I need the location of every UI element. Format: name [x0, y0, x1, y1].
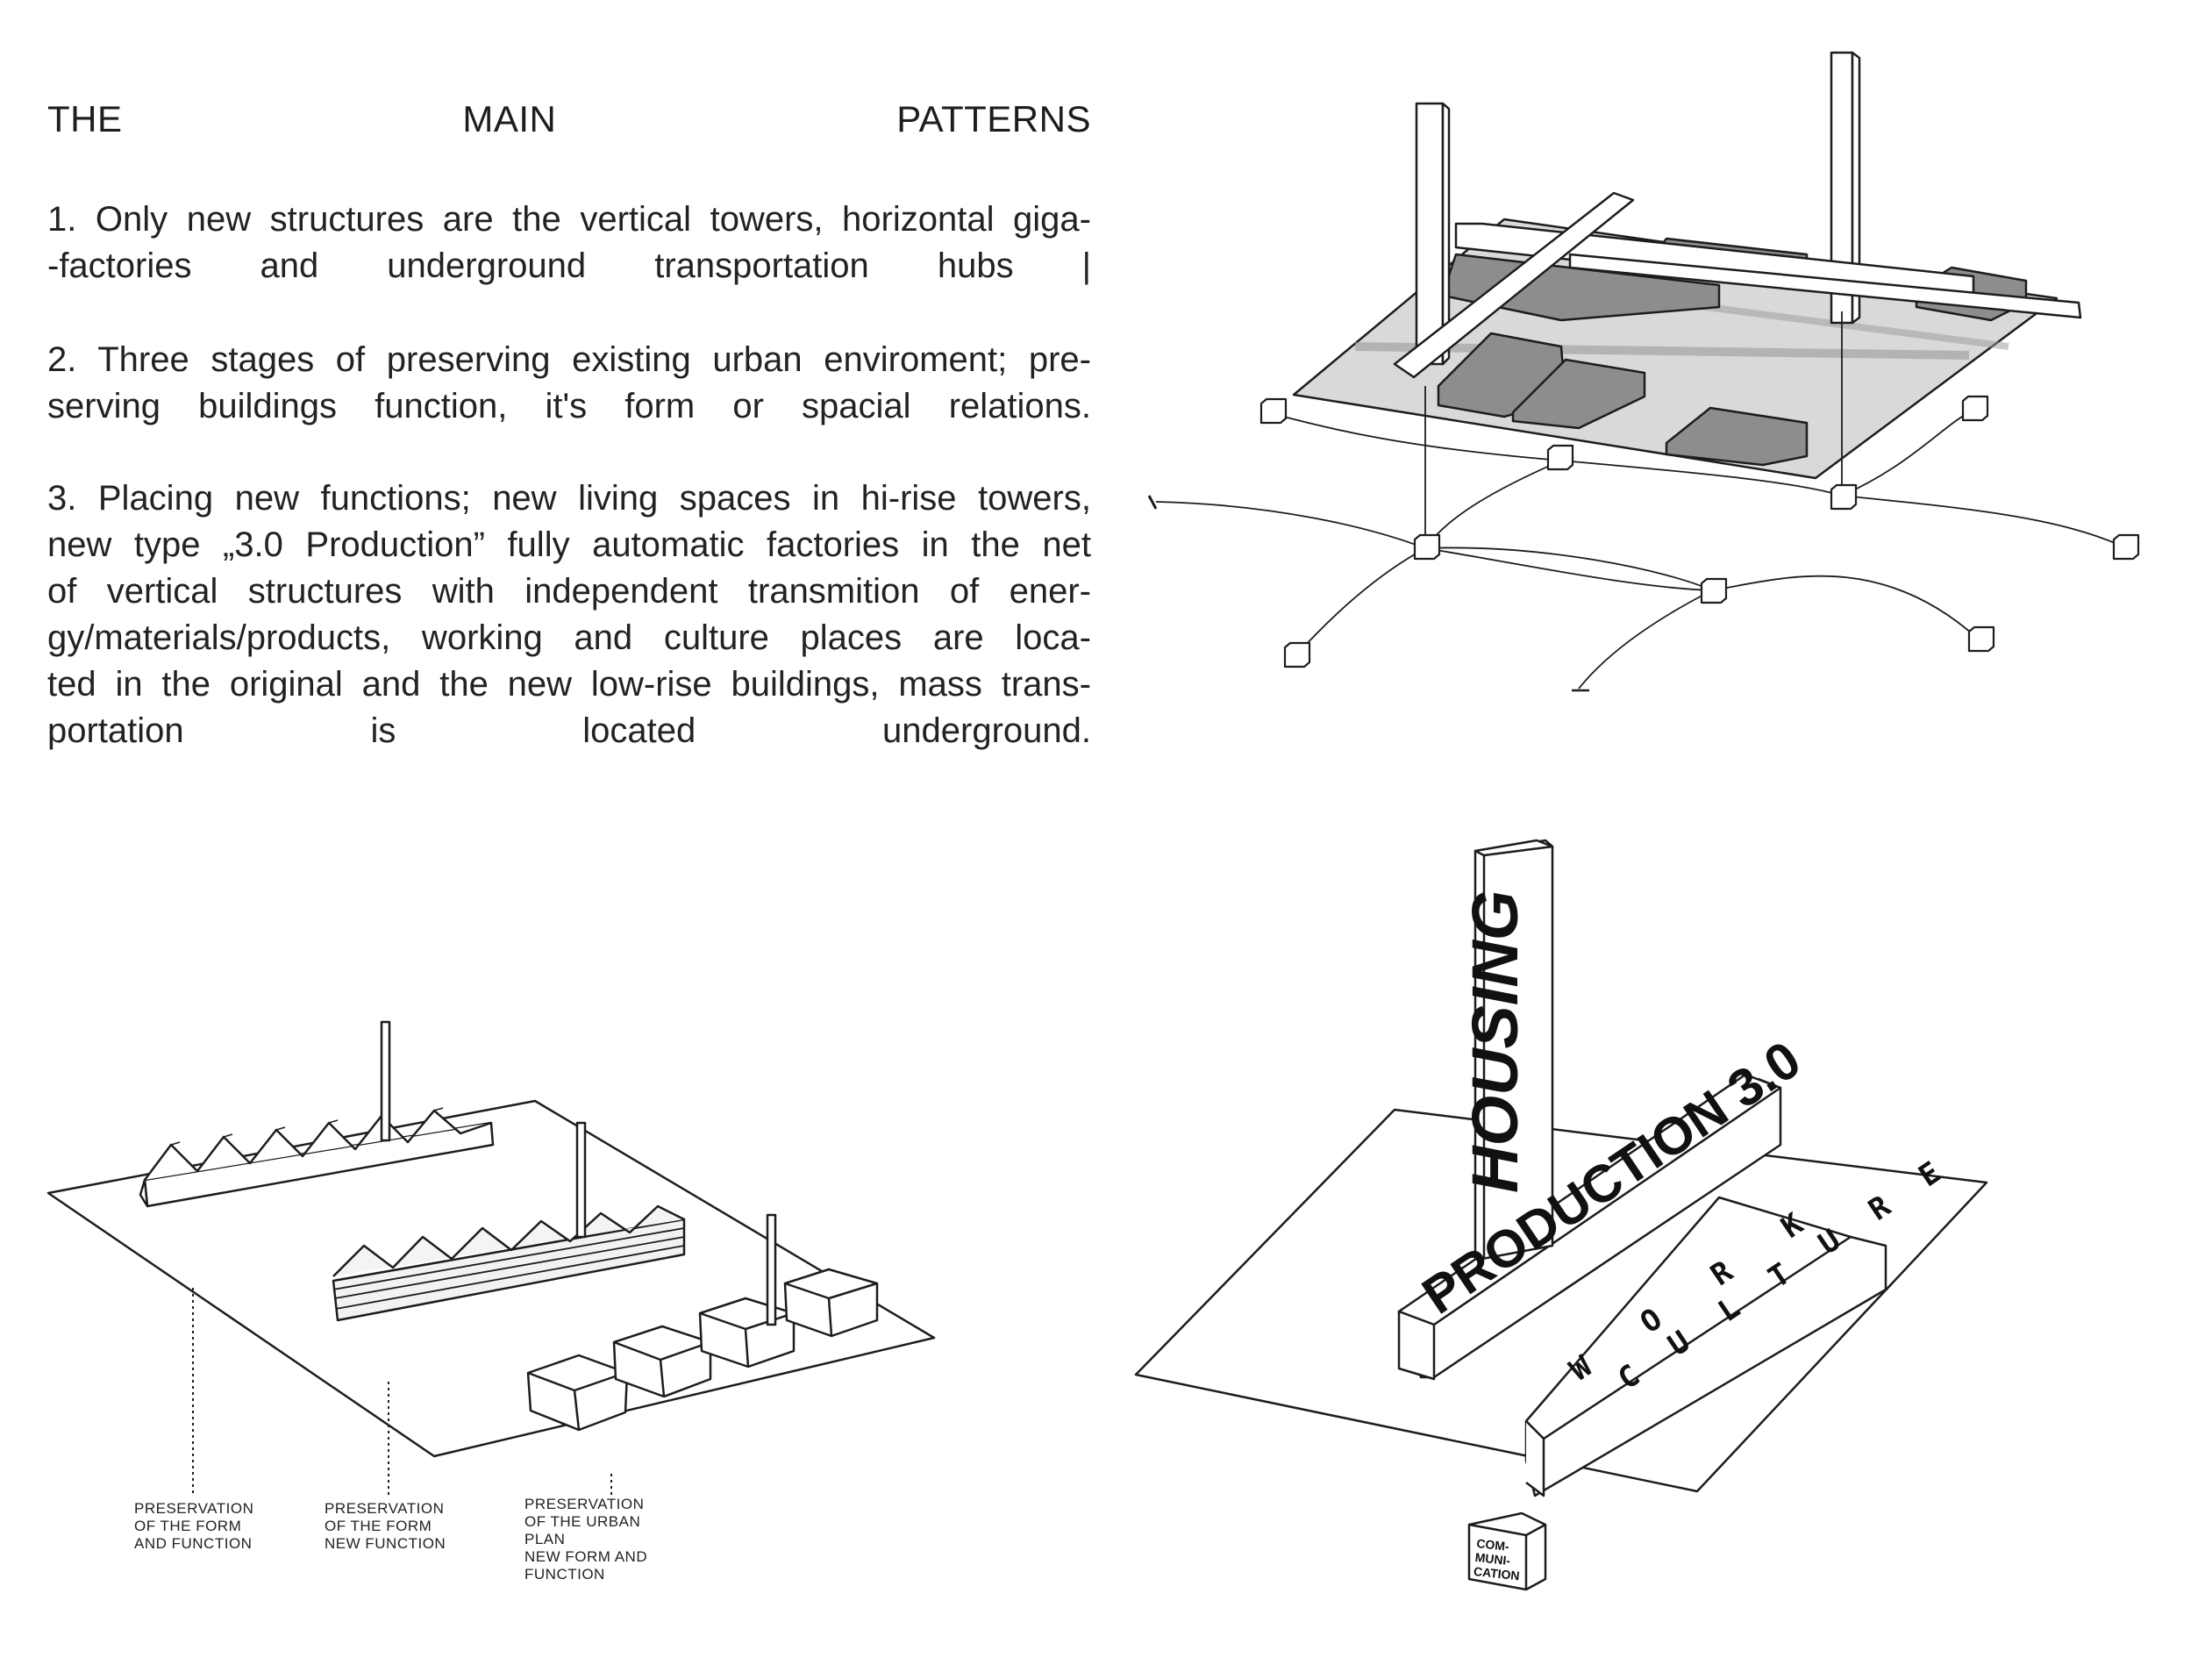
- pattern-3-text: 3. Placing new functions; new living spa…: [47, 475, 1091, 754]
- pattern-3-line: portation is located underground.: [47, 711, 1091, 750]
- pattern-3-line: new type „3.0 Production” fully automati…: [47, 525, 1091, 564]
- title-word-patterns: PATTERNS: [896, 98, 1091, 139]
- hub-cube: [1830, 483, 1858, 511]
- pattern-2-text: 2. Three stages of preserving existing u…: [47, 337, 1091, 430]
- hub-cube: [1967, 625, 1995, 653]
- box-building: [783, 1268, 879, 1338]
- sawtooth-building-2: [332, 1204, 686, 1322]
- communication-line: CATION: [1473, 1564, 1520, 1583]
- hub-cube: [1700, 577, 1728, 604]
- hub-cube: [1283, 641, 1311, 668]
- communication-cube: [1467, 1511, 1547, 1591]
- title-word-main: MAIN: [462, 98, 557, 139]
- hub-cube: [2112, 533, 2140, 561]
- hub-cube: [1961, 395, 1989, 422]
- vertical-towers: [1415, 51, 1861, 366]
- pattern-2-line: 2. Three stages of preserving existing u…: [47, 340, 1091, 379]
- sawtooth-building-1: [139, 1107, 495, 1208]
- communication-line: COM-: [1476, 1536, 1510, 1554]
- hub-cube: [1546, 444, 1574, 471]
- chimney: [380, 1020, 391, 1142]
- communication-label: COM- MUNI- CATION: [1473, 1536, 1523, 1583]
- page-title: THE MAIN PATTERNS: [47, 98, 1091, 140]
- hub-cube: [1413, 533, 1441, 561]
- pattern-1-line: -factories and underground transportatio…: [47, 247, 1091, 285]
- communication-line: MUNI-: [1474, 1550, 1511, 1568]
- label-leaders: [192, 1288, 612, 1496]
- housing-tower: [1473, 839, 1554, 1261]
- hub-cube: [1259, 397, 1288, 425]
- site-plane: [1134, 1108, 1988, 1493]
- production-beam: [1397, 1073, 1782, 1381]
- pattern-3-line: gy/materials/products, working and cultu…: [47, 618, 1091, 657]
- label-form-new-function: PRESERVATION OF THE FORM NEW FUNCTION: [325, 1500, 446, 1552]
- pattern-1-text: 1. Only new structures are the vertical …: [47, 197, 1091, 289]
- pattern-3-line: 3. Placing new functions; new living spa…: [47, 479, 1091, 518]
- site-stripe: [1354, 342, 1970, 360]
- chimney: [575, 1121, 587, 1239]
- housing-label: HOUSING: [1459, 890, 1531, 1193]
- horizontal-factories: [1393, 191, 2082, 379]
- pattern-2-line: serving buildings function, it's form or…: [47, 387, 1091, 425]
- label-urban-plan: PRESERVATION OF THE URBAN PLAN NEW FORM …: [524, 1496, 648, 1583]
- transport-hubs: [1259, 395, 2140, 668]
- pattern-3-line: of vertical structures with independent …: [47, 572, 1091, 611]
- chimney: [766, 1213, 777, 1326]
- label-form-function: PRESERVATION OF THE FORM AND FUNCTION: [134, 1500, 254, 1552]
- pattern-1-line: 1. Only new structures are the vertical …: [47, 200, 1091, 239]
- culture-block: [1524, 1196, 1887, 1497]
- box-building: [612, 1325, 712, 1398]
- title-word-the: THE: [47, 98, 123, 139]
- box-building: [526, 1354, 629, 1432]
- pattern-3-line: ted in the original and the new low-rise…: [47, 665, 1091, 704]
